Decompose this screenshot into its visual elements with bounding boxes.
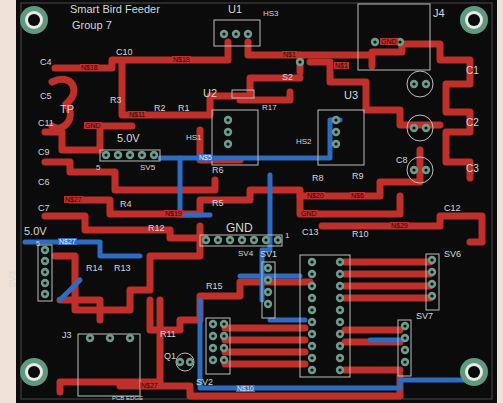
- silkscreen-label: GND: [226, 222, 253, 234]
- net-label: N$29: [390, 222, 409, 229]
- silkscreen-label: R10: [352, 230, 369, 239]
- net-label: N$6: [350, 192, 365, 199]
- silkscreen-label: R15: [206, 282, 223, 291]
- net-label: N$19: [164, 210, 183, 217]
- silkscreen-label: C6: [38, 178, 50, 187]
- silkscreen-label: R6: [212, 166, 224, 175]
- silkscreen-label: 5.0V: [24, 226, 47, 237]
- silkscreen-label: 1: [285, 232, 289, 240]
- silkscreen-label: R4: [120, 200, 132, 209]
- silkscreen-label: Group 7: [72, 20, 112, 31]
- silkscreen-label: Q1: [164, 352, 176, 361]
- net-label: N$27: [64, 196, 83, 203]
- silkscreen-label: R11: [160, 330, 176, 339]
- net-label: N$5: [198, 154, 213, 161]
- silkscreen-label: S2: [282, 73, 293, 82]
- net-label: GND: [300, 210, 318, 217]
- net-label: N$1: [334, 62, 349, 69]
- silkscreen-label: SV3: [8, 271, 17, 288]
- silkscreen-label: 5: [96, 164, 100, 172]
- silkscreen-label: R2: [154, 104, 166, 113]
- net-label: N$1: [282, 51, 297, 58]
- silkscreen-label: SV5: [140, 164, 155, 172]
- board-title: Smart Bird Feeder: [70, 4, 160, 15]
- silkscreen-label: U2: [203, 88, 217, 99]
- silkscreen-label: C12: [444, 204, 461, 213]
- silkscreen-label: J3: [62, 331, 72, 340]
- silkscreen-label: C3: [466, 164, 479, 174]
- silkscreen-label: U1: [228, 4, 242, 15]
- net-label: N$10: [236, 385, 255, 392]
- net-label: N$27: [58, 238, 77, 245]
- net-label: N$27: [140, 382, 159, 389]
- net-label: GND: [84, 122, 102, 129]
- silkscreen-label: U3: [344, 90, 358, 101]
- silkscreen-label: R12: [148, 224, 165, 233]
- silkscreen-label: R13: [114, 264, 131, 273]
- silkscreen-label: R1: [178, 104, 190, 113]
- silkscreen-label: R17: [262, 104, 277, 112]
- silkscreen-label: SV6: [444, 250, 461, 259]
- silkscreen-label: HS2: [296, 138, 312, 146]
- silkscreen-label: R8: [312, 174, 324, 183]
- silkscreen-label: SV7: [416, 312, 433, 321]
- silkscreen-label: C9: [38, 148, 50, 157]
- silkscreen-label: C7: [38, 204, 50, 213]
- silkscreen-label: C4: [40, 58, 52, 67]
- silkscreen-label: SV4: [238, 250, 253, 258]
- silkscreen-label: C8: [396, 156, 408, 165]
- silkscreen-label: R14: [86, 264, 103, 273]
- silkscreen-label: C5: [40, 92, 52, 101]
- silkscreen-label: R9: [352, 172, 364, 181]
- net-label: N$18: [172, 56, 191, 63]
- silkscreen-label: J4: [433, 8, 445, 19]
- silkscreen-label: HS1: [186, 134, 202, 142]
- silkscreen-label: C13: [302, 228, 319, 237]
- silkscreen-label: C2: [466, 118, 479, 128]
- silkscreen-label: R5: [212, 199, 224, 208]
- silkscreen-label: HS3: [263, 10, 279, 18]
- silkscreen-label: SV2: [196, 378, 213, 387]
- silkscreen-label: R3: [110, 96, 122, 105]
- silkscreen-label: C10: [116, 48, 133, 57]
- net-label: N$18: [80, 64, 99, 71]
- silkscreen-label: PCB EDGE: [112, 395, 143, 401]
- silkscreen-label: 5: [36, 240, 40, 247]
- silkscreen-label: SV1: [260, 250, 277, 259]
- net-label: N$11: [128, 111, 146, 118]
- silkscreen-label: 5.0V: [117, 133, 140, 144]
- net-label: GND: [380, 38, 398, 45]
- silkscreen-label: C11: [38, 119, 54, 128]
- silkscreen-label: C1: [466, 66, 479, 76]
- net-label: N$20: [306, 192, 325, 199]
- silkscreen-label: TP: [60, 104, 74, 115]
